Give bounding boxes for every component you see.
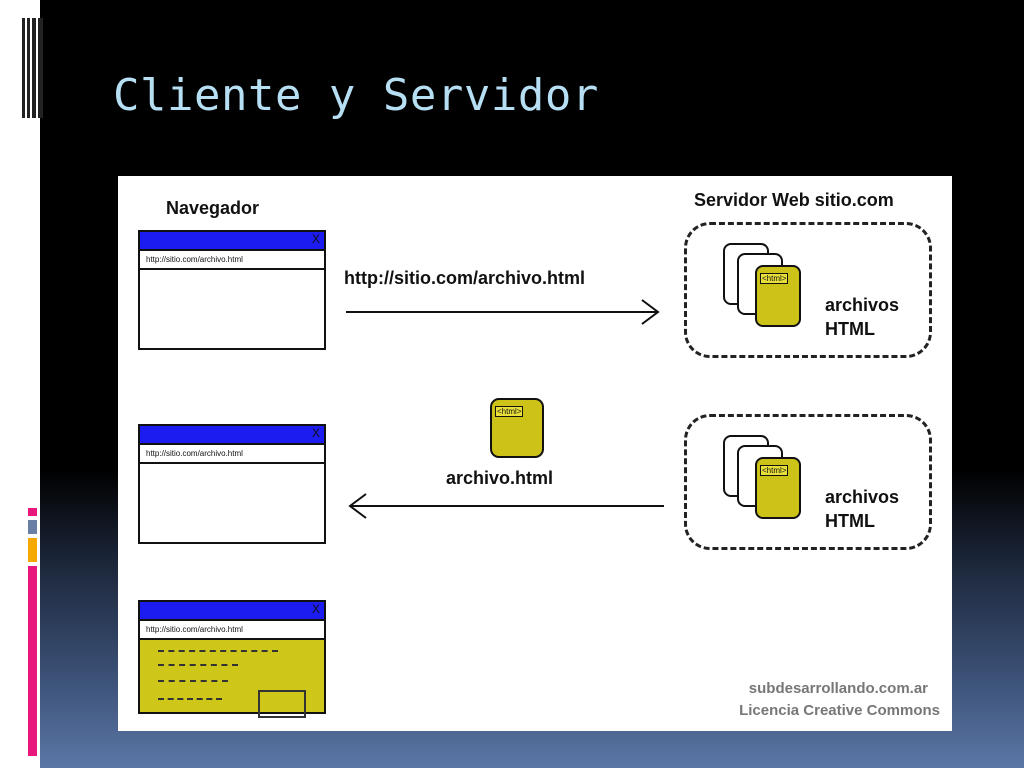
browser-body-empty (140, 270, 324, 348)
close-icon: X (311, 602, 320, 616)
accent-bar-orange (28, 538, 37, 562)
text-line (158, 650, 278, 654)
html-tag-label: <html> (760, 273, 789, 284)
request-url-label: http://sitio.com/archivo.html (344, 268, 586, 288)
files-label-html: HTML (825, 511, 875, 531)
browser-window-request: X http://sitio.com/archivo.html (138, 230, 326, 350)
browser-body-empty (140, 464, 324, 542)
html-file-icon: <html> (755, 265, 801, 327)
response-file-label: archivo.html (446, 468, 554, 488)
html-tag-label: <html> (760, 465, 789, 476)
browser-title-bar: X (140, 602, 324, 621)
web-server-box: <html> archivos HTML (684, 222, 932, 358)
request-arrow (346, 299, 660, 325)
credit-site: subdesarrollando.com.ar (748, 680, 928, 697)
files-label-html: HTML (825, 319, 875, 339)
response-arrow (348, 493, 664, 519)
browser-title-bar: X (140, 426, 324, 445)
accent-bar-pink-top (28, 508, 37, 516)
text-line (158, 664, 238, 668)
web-server-box: <html> archivos HTML (684, 414, 932, 550)
text-line (158, 698, 222, 702)
browser-url: http://sitio.com/archivo.html (140, 251, 324, 270)
browser-heading: Navegador (166, 198, 260, 218)
close-icon: X (311, 232, 320, 246)
content-box (258, 690, 306, 718)
accent-bar-blue (28, 520, 37, 534)
slide-title: Cliente y Servidor (113, 70, 599, 121)
files-label: archivos (825, 487, 900, 507)
files-label: archivos (825, 295, 900, 315)
client-server-diagram: Navegador Servidor Web sitio.com X http:… (118, 176, 952, 731)
browser-url: http://sitio.com/archivo.html (140, 445, 324, 464)
browser-title-bar: X (140, 232, 324, 251)
text-line (158, 680, 228, 684)
html-file-icon: <html> (755, 457, 801, 519)
html-document-icon: <html> (490, 398, 544, 458)
server-heading: Servidor Web sitio.com (694, 190, 894, 210)
accent-bar-pink (28, 566, 37, 756)
vertical-lines-decoration (22, 18, 43, 118)
browser-window-response: X http://sitio.com/archivo.html (138, 424, 326, 544)
browser-window-rendered: X http://sitio.com/archivo.html (138, 600, 326, 718)
close-icon: X (311, 426, 320, 440)
credit-license: Licencia Creative Commons (739, 702, 940, 719)
rendered-page-content (140, 640, 324, 718)
html-tag-label: <html> (495, 406, 524, 417)
browser-url: http://sitio.com/archivo.html (140, 621, 324, 640)
